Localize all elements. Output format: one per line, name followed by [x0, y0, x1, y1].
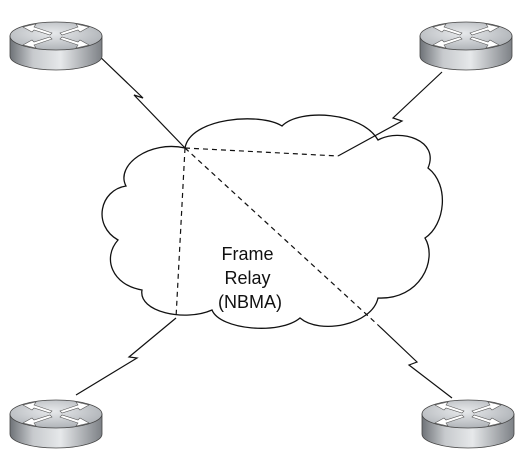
router-icon [9, 399, 103, 449]
vc-hub-to-bottom-right [184, 147, 379, 326]
cloud-label: Frame Relay (NBMA) [218, 244, 282, 312]
router-bottom-left [9, 399, 103, 449]
cloud-label-line-2: Relay [224, 268, 270, 288]
serial-link-bottom-left [75, 317, 177, 396]
router-bottom-right [421, 399, 515, 449]
router-icon [421, 399, 515, 449]
vc-hub-to-top-right [184, 147, 339, 157]
vc-hub-to-bottom-left [175, 147, 186, 319]
frame-relay-cloud [101, 114, 443, 329]
serial-links [75, 51, 453, 399]
virtual-circuits [175, 147, 379, 326]
serial-link-top-right [337, 71, 443, 157]
router-icon [419, 21, 513, 71]
serial-link-top-left [94, 51, 186, 149]
router-top-right [419, 21, 513, 71]
router-top-left [9, 21, 103, 71]
cloud-label-line-1: Frame [221, 244, 273, 264]
router-icon [9, 21, 103, 71]
cloud-label-line-3: (NBMA) [218, 292, 282, 312]
serial-link-bottom-right [377, 324, 453, 399]
